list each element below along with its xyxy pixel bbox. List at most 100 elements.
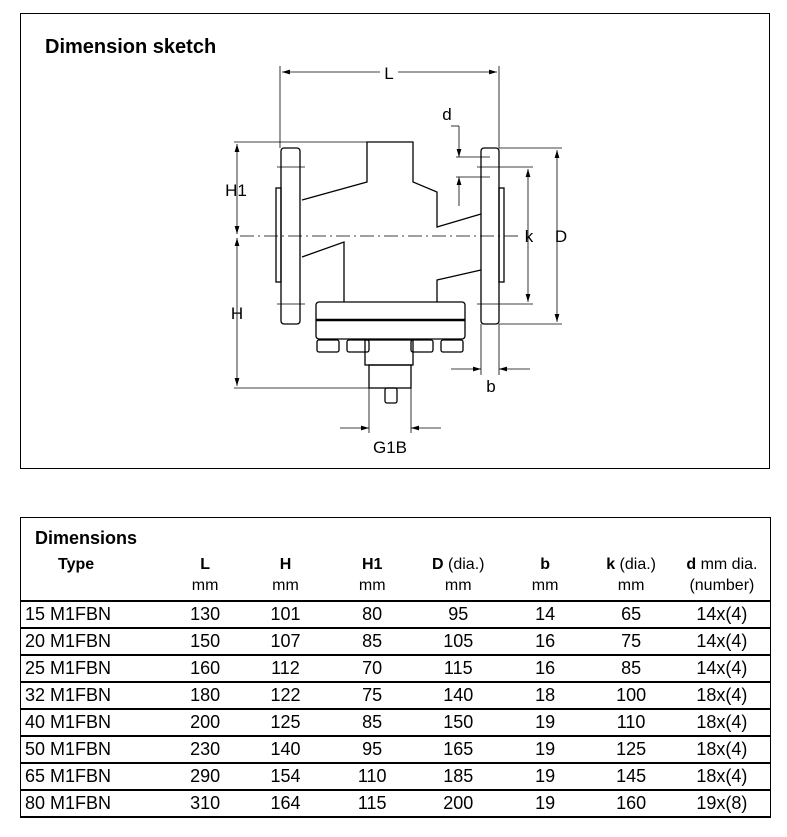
column-header: k (dia.) mm <box>588 552 673 601</box>
table-cell: 140 <box>241 735 330 763</box>
table-cell: 19 <box>501 789 589 818</box>
table-cell: 107 <box>241 627 330 655</box>
table-cell: 115 <box>414 654 502 682</box>
table-cell: 110 <box>588 708 674 736</box>
table-cell: 18x(4) <box>673 681 770 709</box>
header-suffix: (dia.) <box>615 556 656 573</box>
column-header: D (dia.) mm <box>415 552 502 601</box>
sketch-title: Dimension sketch <box>45 36 217 58</box>
header-name: H <box>279 556 292 573</box>
table-cell: 19x(8) <box>673 789 770 818</box>
table-cell: 145 <box>588 762 674 790</box>
header-name: k <box>606 556 616 573</box>
table-cell: 130 <box>169 600 242 628</box>
header-suffix: (dia.) <box>443 556 485 573</box>
table-cell: 32 M1FBN <box>21 681 170 709</box>
table-cell: 18x(4) <box>673 708 770 736</box>
valve-body <box>275 141 505 404</box>
header-unit: mm <box>617 577 645 594</box>
table-cell: 14x(4) <box>673 654 770 682</box>
header-suffix: mm dia. <box>696 556 758 573</box>
label-d: d <box>442 105 451 124</box>
table-cell: 95 <box>329 735 415 763</box>
header-name: D <box>432 556 444 573</box>
table-cell: 160 <box>169 654 242 682</box>
table-cell: 200 <box>169 708 242 736</box>
table-cell: 100 <box>588 681 674 709</box>
table-cell: 154 <box>241 762 330 790</box>
header-name: H1 <box>361 556 383 573</box>
table-cell: 70 <box>329 654 415 682</box>
table-cell: 75 <box>588 627 674 655</box>
dimension-labels: L d H1 H k D b G1B <box>225 62 567 457</box>
table-cell: 185 <box>414 762 502 790</box>
label-D: D <box>555 227 567 246</box>
table-cell: 230 <box>169 735 242 763</box>
header-unit: mm <box>531 577 559 594</box>
table-cell: 290 <box>169 762 242 790</box>
table-cell: 180 <box>169 681 242 709</box>
table-cell: 310 <box>169 789 242 818</box>
table-cell: 14x(4) <box>673 600 770 628</box>
table-cell: 85 <box>588 654 674 682</box>
table-cell: 125 <box>588 735 674 763</box>
table-cell: 80 <box>329 600 415 628</box>
table-cell: 164 <box>241 789 330 818</box>
dimension-lines <box>234 66 562 433</box>
table-cell: 75 <box>329 681 415 709</box>
table-title: Dimensions <box>35 528 138 548</box>
table-cell: 85 <box>329 708 415 736</box>
table-cell: 125 <box>241 708 330 736</box>
table-cell: 50 M1FBN <box>21 735 170 763</box>
table-cell: 200 <box>414 789 502 818</box>
table-cell: 16 <box>501 627 589 655</box>
label-L: L <box>384 64 393 83</box>
table-cell: 80 M1FBN <box>21 789 170 818</box>
table-cell: 140 <box>414 681 502 709</box>
table-cell: 15 M1FBN <box>21 600 170 628</box>
dimension-sketch-panel: Dimension sketch <box>20 13 770 469</box>
table-cell: 110 <box>329 762 415 790</box>
table-cell: 150 <box>169 627 242 655</box>
table-cell: 65 <box>588 600 674 628</box>
header-name: b <box>540 556 551 573</box>
header-unit: mm <box>191 577 219 594</box>
table-cell: 20 M1FBN <box>21 627 170 655</box>
column-header: b mm <box>502 552 588 601</box>
table-cell: 25 M1FBN <box>21 654 170 682</box>
table-cell: 19 <box>501 708 589 736</box>
table-cell: 14x(4) <box>673 627 770 655</box>
header-name: d <box>686 556 697 573</box>
valve-drawing: L d H1 H k D b G1B <box>225 62 567 457</box>
header-unit: (number) <box>689 577 755 594</box>
table-cell: 115 <box>329 789 415 818</box>
table-cell: 19 <box>501 762 589 790</box>
header-name: L <box>200 556 211 573</box>
table-cell: 105 <box>414 627 502 655</box>
header-unit: mm <box>444 577 472 594</box>
label-H1: H1 <box>225 181 247 200</box>
column-header: d mm dia. (number) <box>674 552 770 601</box>
table-cell: 14 <box>501 600 589 628</box>
label-G1B: G1B <box>373 438 407 457</box>
table-cell: 19 <box>501 735 589 763</box>
table-cell: 122 <box>241 681 330 709</box>
table-cell: 112 <box>241 654 330 682</box>
table-cell: 18x(4) <box>673 735 770 763</box>
table-cell: 16 <box>501 654 589 682</box>
label-H: H <box>231 304 243 323</box>
header-unit: mm <box>272 577 299 594</box>
